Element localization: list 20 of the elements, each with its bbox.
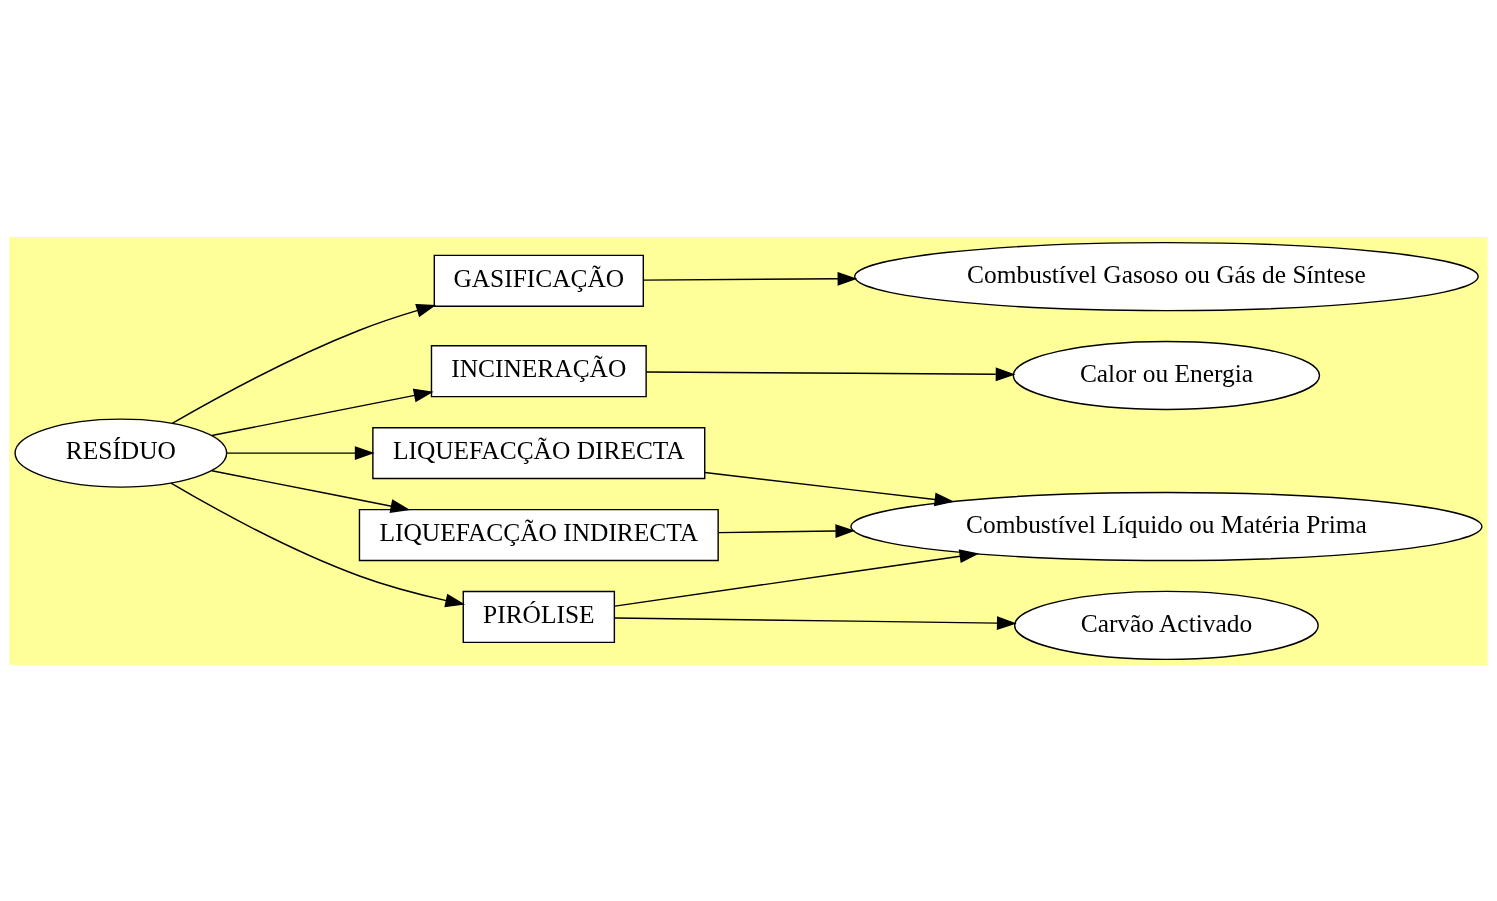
arrow [226, 445, 375, 460]
node-box: LIQUEFACÇÃO INDIRECTA [358, 508, 719, 561]
arrow [211, 388, 434, 436]
arrow [717, 523, 856, 538]
node-ellipse: RESÍDUO [14, 417, 228, 488]
arrow [704, 471, 955, 506]
arrow [614, 548, 980, 607]
arrow [211, 469, 411, 513]
arrow [614, 615, 1017, 630]
arrow [171, 303, 437, 424]
node-ellipse: Combustível Gasoso ou Gás de Síntese [854, 241, 1479, 311]
node-ellipse: Carvão Activado [1013, 590, 1319, 660]
node-box: INCINERAÇÃO [430, 344, 647, 397]
node-box: GASIFICAÇÃO [433, 254, 644, 307]
node-box: PIRÓLISE [462, 590, 616, 643]
node-ellipse: Calor ou Energia [1012, 340, 1321, 410]
arrow [170, 481, 466, 607]
arrow [642, 271, 858, 286]
arrow [645, 366, 1016, 381]
node-box: LIQUEFACÇÃO DIRECTA [372, 426, 706, 479]
